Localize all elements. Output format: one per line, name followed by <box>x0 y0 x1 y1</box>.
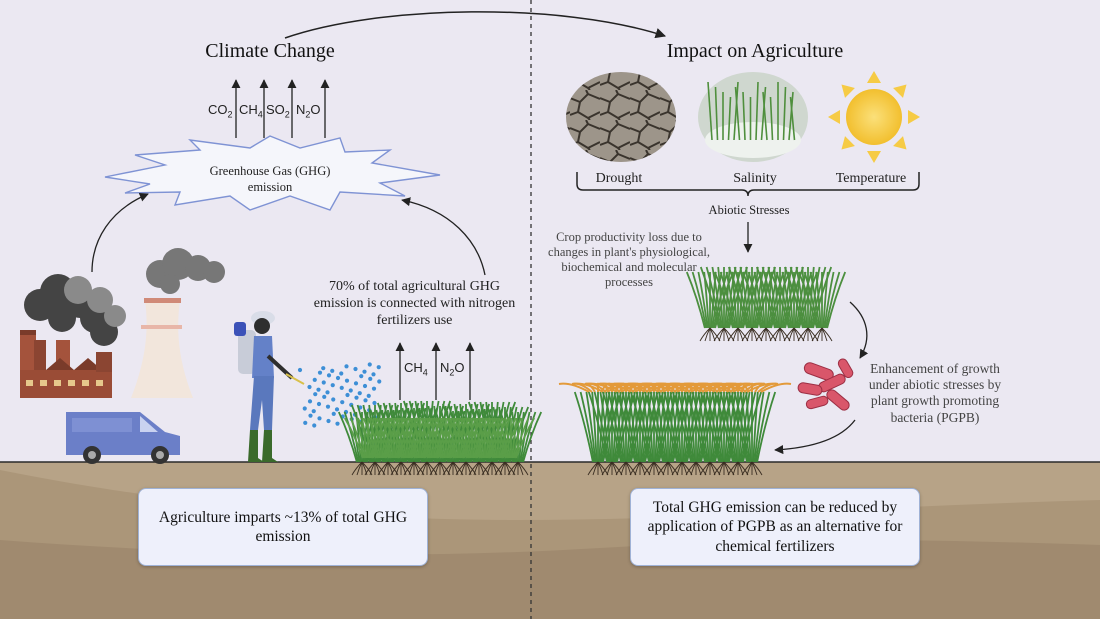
field-gas-ch4: CH4 <box>404 360 428 378</box>
sun-icon <box>828 71 920 163</box>
crop-loss-note: Crop productivity loss due to changes in… <box>548 230 710 289</box>
gas-n2o: N2O <box>296 102 321 120</box>
abiotic-stresses-label: Abiotic Stresses <box>708 203 790 217</box>
crop-to-pgpb-arrow <box>849 301 869 359</box>
ghg-label-line2: emission <box>247 179 293 194</box>
climate-change-title: Climate Change <box>205 40 335 62</box>
field-gas-n2o: N2O <box>440 360 465 378</box>
abiotic-stresses-brace <box>576 172 920 197</box>
ghg-label-line1: Greenhouse Gas (GHG) <box>209 164 331 178</box>
factory-icon <box>20 274 126 398</box>
fertilizer-ghg-note: 70% of total agricultural GHG emission i… <box>313 279 516 328</box>
pgpb-bacteria-icon <box>797 358 854 411</box>
pgpb-note: Enhancement of growth under abiotic stre… <box>868 361 1002 425</box>
rice-field-left <box>337 400 543 476</box>
pgpb-solution-summary-box: Total GHG emission can be reduced by app… <box>630 488 920 566</box>
gas-co2: CO2 <box>208 102 233 120</box>
field-to-ghg-arrow <box>401 197 486 276</box>
temperature-label: Temperature <box>835 171 907 186</box>
gas-so2: SO2 <box>266 102 290 120</box>
cooling-tower-icon <box>131 248 225 398</box>
drought-label: Drought <box>595 171 643 186</box>
spray-droplets <box>297 362 382 428</box>
gas-ch4: CH4 <box>239 102 263 120</box>
stressed-crop <box>685 266 847 342</box>
drought-image <box>566 72 676 162</box>
healthy-crop-field <box>558 382 792 476</box>
ghg-emission-burst <box>104 135 441 211</box>
field-gas-arrows <box>395 342 475 400</box>
farmer-spraying-icon <box>234 311 305 462</box>
salinity-label: Salinity <box>733 171 777 186</box>
ghg-emission-label: Greenhouse Gas (GHG) emission <box>190 164 350 195</box>
pgpb-to-crop-arrow <box>774 419 856 455</box>
impact-agriculture-title: Impact on Agriculture <box>666 40 844 62</box>
climate-to-agriculture-arrow <box>284 11 666 39</box>
factory-to-ghg-arrow <box>91 192 149 273</box>
agriculture-ghg-summary-box: Agriculture imparts ~13% of total GHG em… <box>138 488 428 566</box>
salinity-image <box>698 72 808 162</box>
van-icon <box>66 412 180 464</box>
gas-rise-arrows <box>231 79 330 138</box>
